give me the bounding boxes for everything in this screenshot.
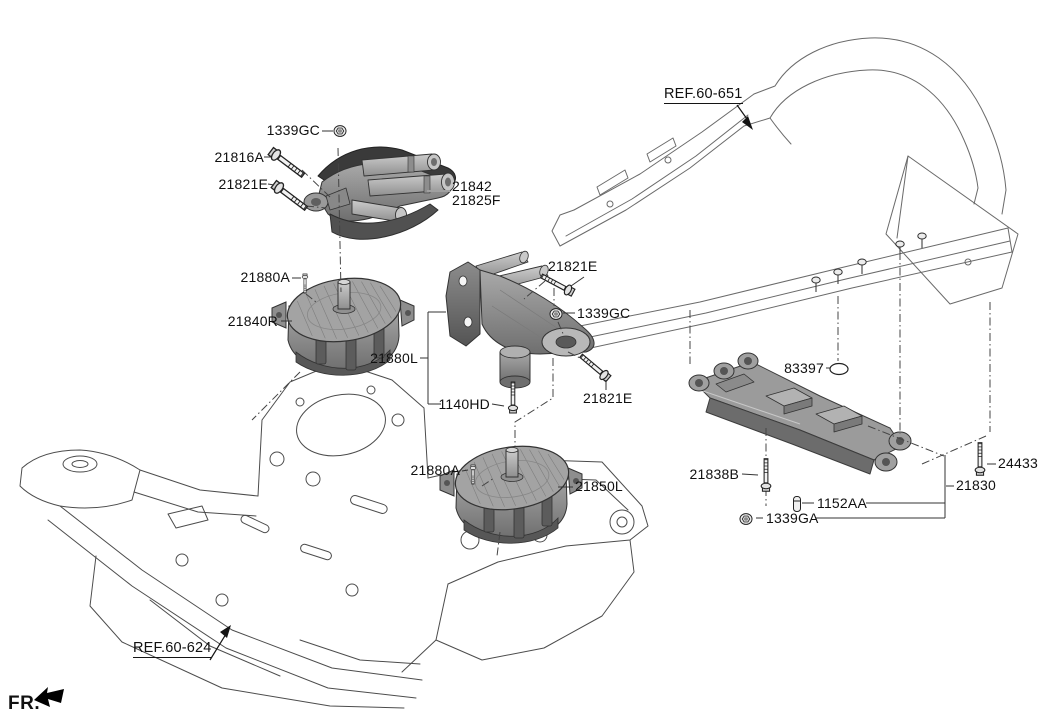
- grommet-icon-83397: [829, 362, 849, 376]
- callout-label-21880l: 21880L: [370, 350, 418, 366]
- callout-label-21821e-mid: 21821E: [548, 258, 598, 274]
- callout-label-21838b: 21838B: [689, 466, 739, 482]
- ref-link-60-651[interactable]: REF.60-651: [664, 86, 743, 104]
- callout-label-1152aa: 1152AA: [817, 495, 867, 511]
- bolt-icon-21821e-low: [577, 351, 613, 384]
- nut-icon-1339gc-top: [333, 125, 347, 137]
- bolt-icon-24433: [974, 442, 986, 476]
- engine-mount-support-bracket-21880l-drawing: [445, 250, 595, 389]
- callout-label-1339gc-mid: 1339GC: [577, 305, 631, 321]
- callout-label-1140hd: 1140HD: [438, 396, 490, 412]
- nut-icon-1339ga: [739, 513, 753, 525]
- assembly-centerlines: [251, 147, 991, 557]
- callout-label-21880a-left: 21880A: [240, 269, 290, 285]
- fr-direction-label: FR.: [8, 693, 41, 714]
- callout-label-21842: 21842: [452, 178, 492, 194]
- callout-label-21830: 21830: [956, 477, 996, 493]
- leader-lines: [264, 130, 996, 519]
- callout-label-24433: 24433: [998, 455, 1038, 471]
- bolt-icon-21821e-upper-left: [269, 178, 311, 214]
- callout-label-21816a: 21816A: [214, 149, 264, 165]
- nut-icon-1339gc-mid: [549, 308, 563, 320]
- callout-label-21840r: 21840R: [227, 313, 278, 329]
- engine-mount-21850l-drawing: [440, 439, 582, 543]
- floor-panel-stud-bolts: [811, 232, 927, 292]
- ref-60-624-arrow: [209, 625, 231, 661]
- callout-label-1339gc-top: 1339GC: [266, 122, 320, 138]
- bolt-icon-21816a: [266, 145, 308, 181]
- callout-label-83397: 83397: [784, 360, 824, 376]
- ref-link-60-624[interactable]: REF.60-624: [133, 640, 212, 658]
- callout-label-21821e-upper-left: 21821E: [218, 176, 268, 192]
- callout-label-21821e-low: 21821E: [583, 390, 633, 406]
- callout-label-1339ga: 1339GA: [766, 510, 819, 526]
- front-subframe-drawing: [19, 361, 649, 709]
- callout-label-21825f: 21825F: [452, 192, 501, 208]
- bolt-icon-21821e-mid: [538, 270, 577, 298]
- stud-icon-1152aa: [793, 496, 801, 512]
- fastener-icons: [266, 125, 986, 525]
- callout-label-21850l: 21850L: [575, 478, 623, 494]
- fr-direction-arrow-icon: [34, 687, 64, 707]
- callout-label-21880a-bottom: 21880A: [410, 462, 460, 478]
- engine-mount-bracket-21842-drawing: [303, 146, 456, 240]
- crossmember-21830-drawing: [688, 352, 912, 475]
- ref-60-651-arrow: [736, 104, 753, 130]
- bolt-icon-21838b: [760, 458, 772, 492]
